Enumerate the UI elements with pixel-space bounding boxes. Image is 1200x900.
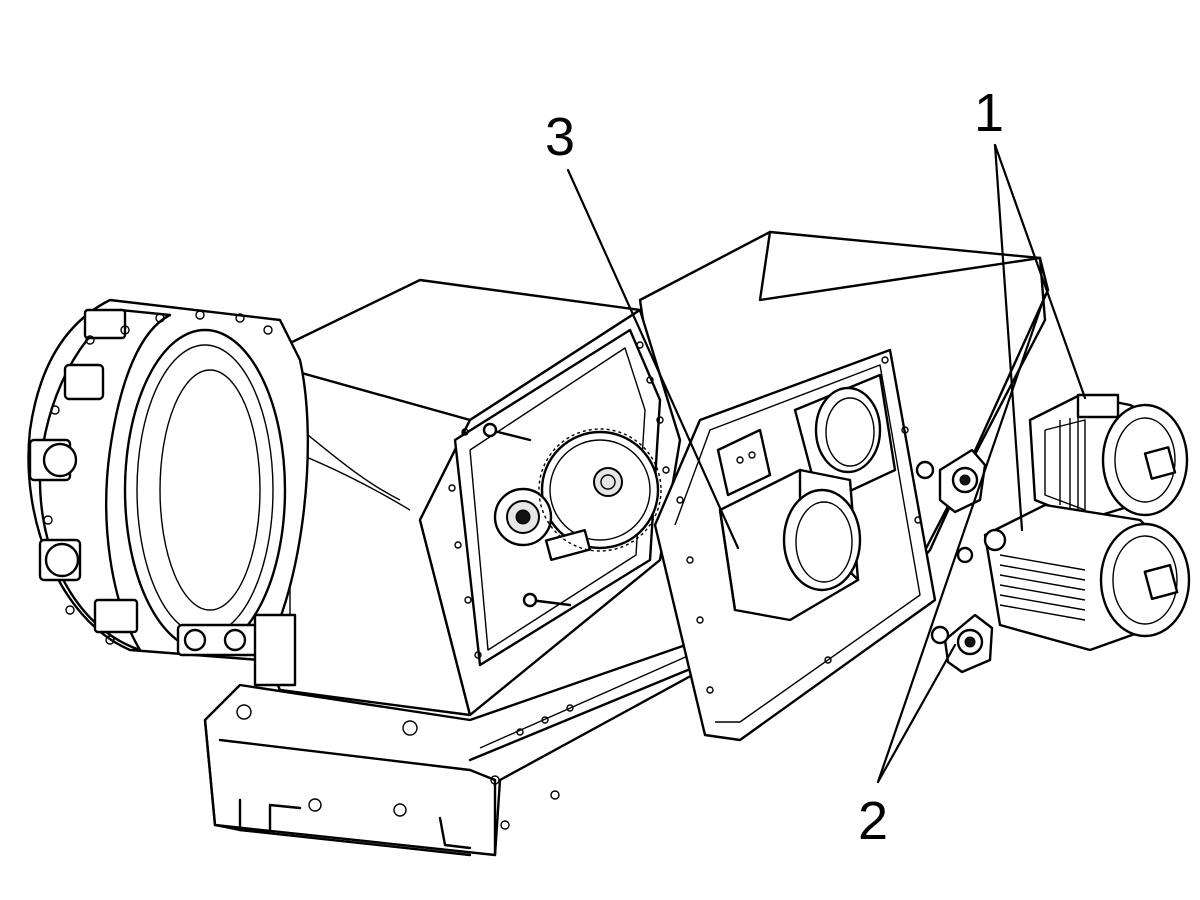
leader-1b bbox=[993, 143, 1024, 532]
turret-disc bbox=[27, 298, 310, 662]
gear-window bbox=[453, 328, 662, 667]
small-bracket-lower bbox=[930, 613, 994, 674]
hose-fitting bbox=[176, 613, 297, 687]
mounting-plate bbox=[653, 348, 937, 742]
flange-bolts bbox=[448, 341, 670, 659]
base-rail bbox=[203, 638, 722, 857]
leader-lines bbox=[566, 143, 1087, 784]
callout-2: 2 bbox=[858, 791, 889, 851]
callout-1: 1 bbox=[974, 83, 1005, 143]
leader-2a bbox=[876, 293, 1047, 784]
callout-3: 3 bbox=[545, 107, 576, 167]
motor-lower bbox=[956, 503, 1191, 652]
motor-upper bbox=[1028, 393, 1189, 522]
leader-1a bbox=[993, 143, 1087, 400]
leader-2b bbox=[876, 643, 957, 784]
leader-3 bbox=[566, 168, 740, 550]
small-bracket-upper bbox=[915, 448, 987, 514]
